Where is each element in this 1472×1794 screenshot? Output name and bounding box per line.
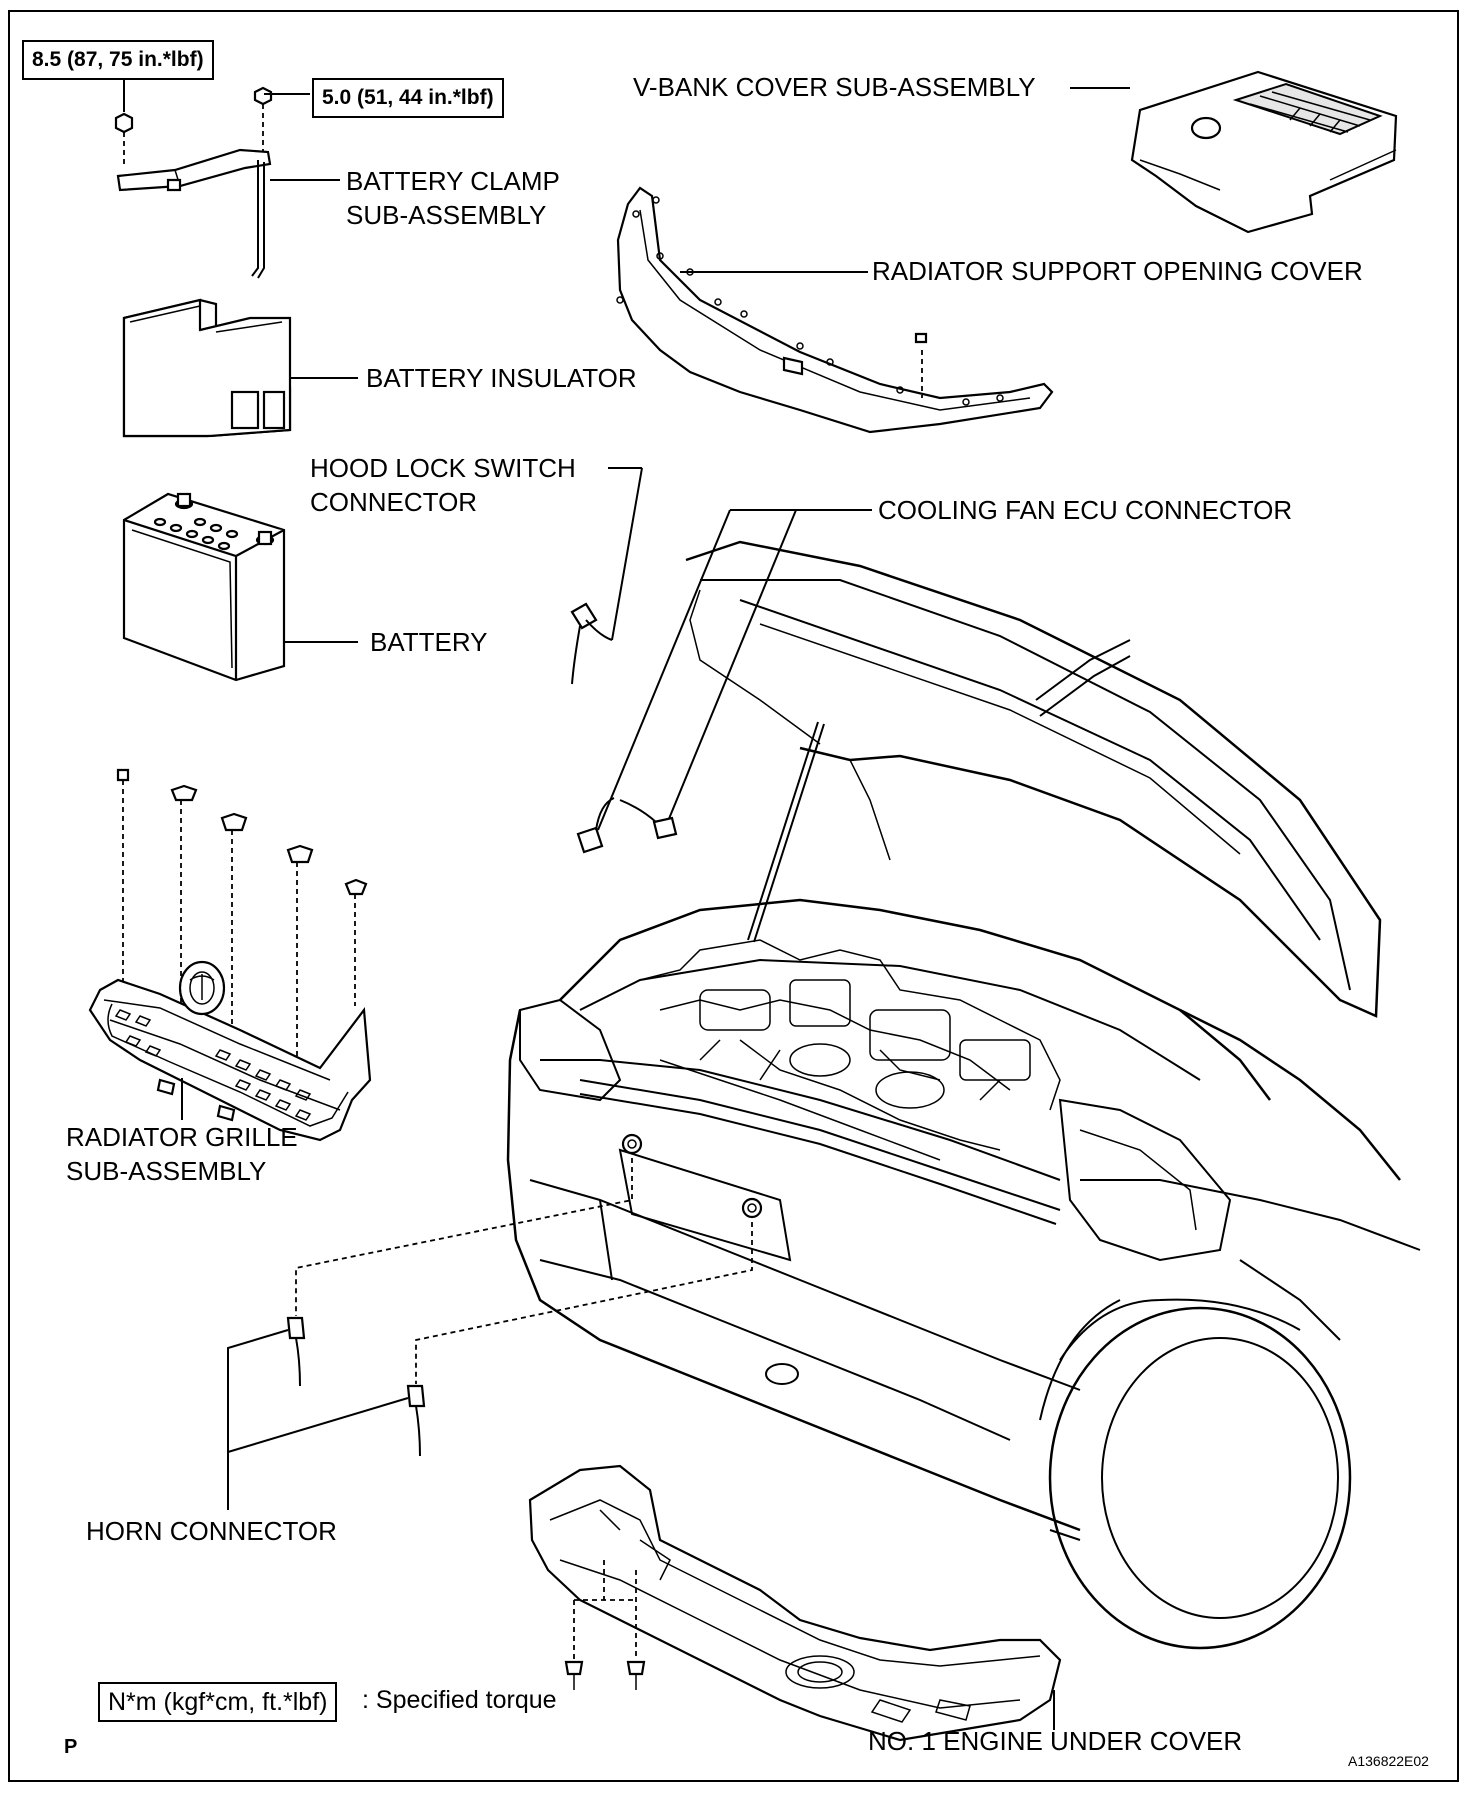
page-mark: P [64, 1736, 78, 1758]
engine-under-cover-drawing [528, 1464, 1062, 1742]
label-horn-connector: HORN CONNECTOR [86, 1516, 337, 1546]
hood-lock-connector-drawing [570, 467, 643, 685]
radiator-grille-drawing [88, 768, 372, 1142]
label-engine-under-cover: NO. 1 ENGINE UNDER COVER [868, 1726, 1243, 1756]
label-radiator-support-cover: RADIATOR SUPPORT OPENING COVER [872, 256, 1363, 286]
v-bank-cover-drawing [1070, 70, 1398, 234]
torque-unit-legend-text: : Specified torque [362, 1686, 557, 1714]
battery-drawing [122, 492, 358, 682]
label-vbank-cover: V-BANK COVER SUB-ASSEMBLY [633, 72, 1036, 102]
label-battery: BATTERY [370, 627, 488, 657]
figure-frame [8, 10, 1459, 1782]
torque-box-clamp-bolt: 8.5 (87, 75 in.*lbf) [22, 40, 214, 80]
label-cooling-fan-ecu-connector: COOLING FAN ECU CONNECTOR [878, 495, 1293, 525]
battery-insulator-drawing [122, 298, 358, 438]
label-battery-clamp: BATTERY CLAMP SUB-ASSEMBLY [346, 166, 560, 230]
figure-code: A136822E02 [1348, 1753, 1429, 1769]
label-radiator-grille: RADIATOR GRILLE SUB-ASSEMBLY [66, 1122, 298, 1186]
label-battery-insulator: BATTERY INSULATOR [366, 363, 637, 393]
horn-connector-drawing [227, 1158, 753, 1510]
label-hood-lock-switch-connector: HOOD LOCK SWITCH CONNECTOR [310, 453, 576, 517]
battery-clamp-drawing [114, 75, 340, 279]
torque-unit-legend-box: N*m (kgf*cm, ft.*lbf) [98, 1682, 338, 1722]
cooling-fan-connector-drawing [576, 509, 872, 854]
radiator-support-cover-drawing [616, 186, 1054, 434]
torque-box-clamp-nut: 5.0 (51, 44 in.*lbf) [312, 78, 504, 118]
vehicle-front-drawing [506, 540, 1421, 1650]
